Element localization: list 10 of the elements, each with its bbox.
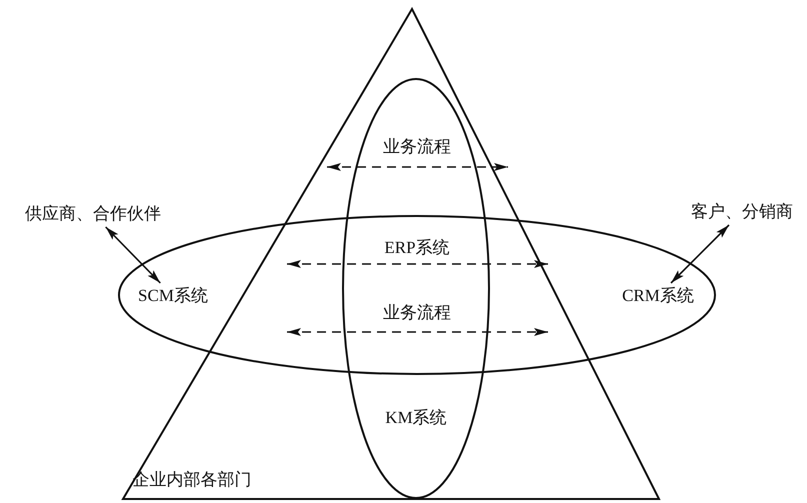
- arrow: [670, 224, 730, 284]
- partner-label: 供应商、合作伙伴: [8, 203, 178, 225]
- flow-label: 业务流程: [383, 303, 451, 323]
- system-label: CRM系统: [612, 285, 704, 307]
- system-label: KM系统: [385, 408, 447, 428]
- flow-label: ERP系统: [384, 238, 450, 258]
- partner-label: 客户、分销商: [678, 201, 806, 223]
- arrow: [105, 226, 161, 284]
- flow-label: 业务流程: [383, 137, 451, 157]
- system-label: SCM系统: [128, 285, 218, 307]
